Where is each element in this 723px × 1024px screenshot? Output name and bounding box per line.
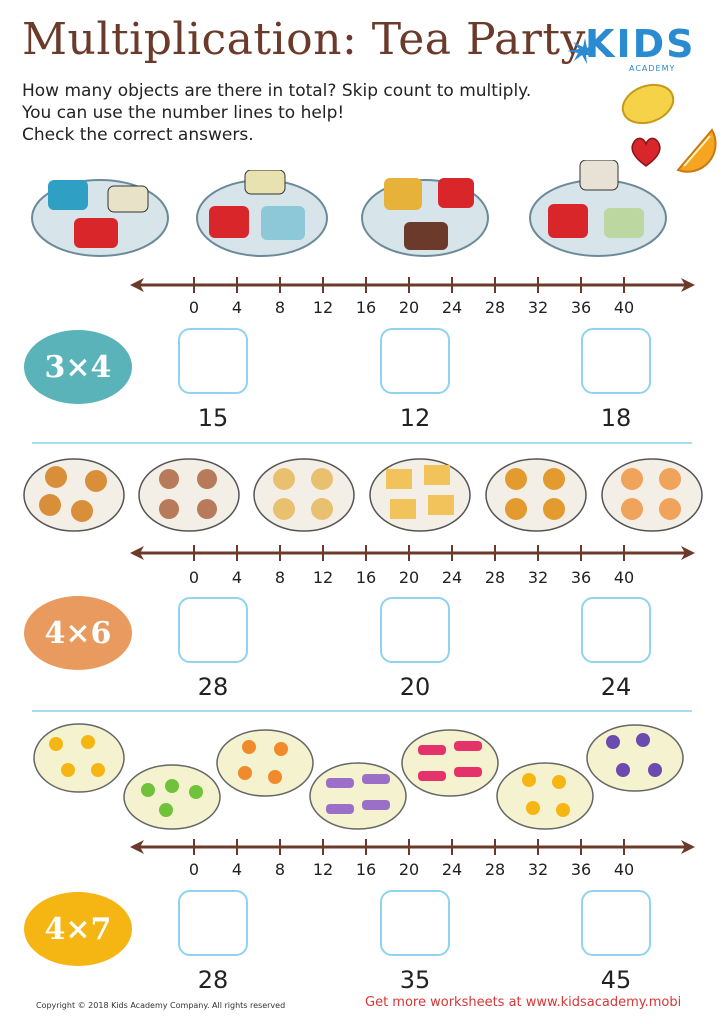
kids-academy-logo: KIDS ACADEMY xyxy=(565,22,700,77)
candy-plate xyxy=(586,724,684,792)
cookie-plate xyxy=(138,458,240,532)
number-line-axis xyxy=(130,545,695,561)
answer-label: 28 xyxy=(197,966,229,994)
instruction-line: You can use the number lines to help! xyxy=(22,103,345,123)
tick-label: 20 xyxy=(398,568,420,587)
tick-label: 12 xyxy=(312,568,334,587)
answer-label: 18 xyxy=(600,404,632,432)
candy-plate xyxy=(33,723,125,793)
tick-label: 16 xyxy=(355,568,377,587)
candy-plate xyxy=(401,729,499,797)
teacup-plates xyxy=(0,160,723,260)
section-divider xyxy=(32,442,692,444)
candy-plate xyxy=(496,762,594,830)
number-line-axis xyxy=(130,277,695,293)
tick-label: 4 xyxy=(231,298,243,317)
teacup-plate xyxy=(196,170,328,257)
tick-label: 16 xyxy=(355,860,377,879)
orange-slice-icon xyxy=(676,128,717,173)
tick-label: 8 xyxy=(274,568,286,587)
tick-label: 40 xyxy=(613,860,635,879)
tick-label: 4 xyxy=(231,568,243,587)
tick-label: 4 xyxy=(231,860,243,879)
tick-labels: 0 4 8 12 16 20 24 28 32 36 40 xyxy=(0,860,723,884)
tick-label: 0 xyxy=(188,298,200,317)
cookie-plate xyxy=(369,458,471,532)
answer-checkbox[interactable] xyxy=(178,328,248,394)
tick-label: 28 xyxy=(484,860,506,879)
cookie-plates xyxy=(0,455,723,535)
tick-label: 24 xyxy=(441,860,463,879)
tick-label: 24 xyxy=(441,568,463,587)
answer-checkbox[interactable] xyxy=(581,597,651,663)
candy-plates xyxy=(0,722,723,832)
tick-label: 32 xyxy=(527,568,549,587)
tick-labels: 0 4 8 12 16 20 24 28 32 36 40 xyxy=(0,568,723,592)
tick-label: 12 xyxy=(312,298,334,317)
tick-label: 0 xyxy=(188,860,200,879)
number-line-axis xyxy=(130,839,695,855)
answer-label: 35 xyxy=(399,966,431,994)
tick-label: 36 xyxy=(570,860,592,879)
tick-labels: 0 4 8 12 16 20 24 28 32 36 40 xyxy=(0,298,723,322)
tick-label: 24 xyxy=(441,298,463,317)
teacup-plate xyxy=(31,179,169,257)
tick-label: 32 xyxy=(527,298,549,317)
answer-checkbox[interactable] xyxy=(581,890,651,956)
answer-checkbox[interactable] xyxy=(380,328,450,394)
tick-label: 36 xyxy=(570,298,592,317)
answer-label: 28 xyxy=(197,673,229,701)
tick-label: 40 xyxy=(613,568,635,587)
tick-label: 12 xyxy=(312,860,334,879)
answer-label: 24 xyxy=(600,673,632,701)
candy-plate xyxy=(309,762,407,830)
instruction-line: Check the correct answers. xyxy=(22,125,254,145)
number-line xyxy=(130,832,695,872)
answer-label: 20 xyxy=(399,673,431,701)
tick-label: 16 xyxy=(355,298,377,317)
teacup-plate xyxy=(529,160,667,257)
tick-label: 32 xyxy=(527,860,549,879)
heart-icon xyxy=(631,137,661,167)
problem-badge: 4×6 xyxy=(24,596,132,670)
number-line xyxy=(130,270,695,310)
tick-label: 8 xyxy=(274,298,286,317)
answer-checkbox[interactable] xyxy=(178,890,248,956)
number-line xyxy=(130,538,695,578)
tick-label: 28 xyxy=(484,298,506,317)
tick-label: 20 xyxy=(398,298,420,317)
cookie-plate xyxy=(485,458,587,532)
lemon-icon xyxy=(621,83,675,125)
tick-label: 20 xyxy=(398,860,420,879)
cookie-plate xyxy=(601,458,703,532)
tick-label: 0 xyxy=(188,568,200,587)
tick-label: 40 xyxy=(613,298,635,317)
instruction-line: How many objects are there in total? Ski… xyxy=(22,81,532,101)
answer-checkbox[interactable] xyxy=(380,890,450,956)
problem-badge: 4×7 xyxy=(24,892,132,966)
answer-checkbox[interactable] xyxy=(380,597,450,663)
candy-plate xyxy=(216,729,314,797)
promo-link[interactable]: Get more worksheets at www.kidsacademy.m… xyxy=(365,995,682,1010)
tick-label: 8 xyxy=(274,860,286,879)
splash-icon xyxy=(567,38,594,64)
answer-checkbox[interactable] xyxy=(581,328,651,394)
answer-label: 45 xyxy=(600,966,632,994)
tick-label: 36 xyxy=(570,568,592,587)
candy-plate xyxy=(123,764,221,830)
problem-badge: 3×4 xyxy=(24,330,132,404)
answer-label: 15 xyxy=(197,404,229,432)
section-divider xyxy=(32,710,692,712)
instructions: How many objects are there in total? Ski… xyxy=(22,80,531,146)
tick-label: 28 xyxy=(484,568,506,587)
cookie-plate xyxy=(253,458,355,532)
copyright-text: Copyright © 2018 Kids Academy Company. A… xyxy=(36,1001,286,1010)
answer-label: 12 xyxy=(399,404,431,432)
answer-checkbox[interactable] xyxy=(178,597,248,663)
cookie-plate xyxy=(23,458,125,532)
teacup-plate xyxy=(361,178,489,257)
logo-text: KIDS xyxy=(585,22,696,66)
page-title: Multiplication: Tea Party xyxy=(22,14,586,65)
logo-subtext: ACADEMY xyxy=(629,64,676,73)
